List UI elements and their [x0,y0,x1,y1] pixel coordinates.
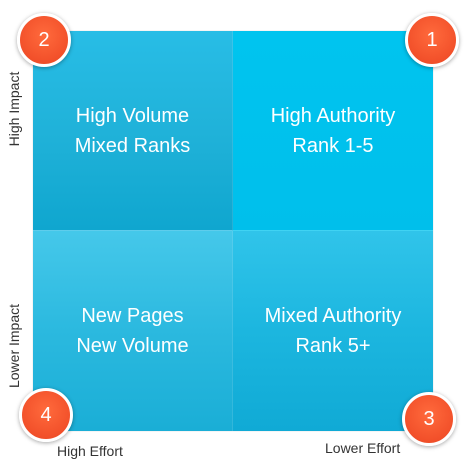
y-axis-label-lower-impact: Lower Impact [6,303,22,389]
quadrant-label: Mixed Authority Rank 5+ [265,301,402,361]
priority-badge-4: 4 [19,388,73,442]
priority-badge-3: 3 [402,392,456,446]
quadrant-title-line1: New Pages [81,305,184,327]
x-axis-label-lower-effort: Lower Effort [325,440,401,456]
priority-badge-1: 1 [405,13,459,67]
quadrant-title-line2: Rank 1-5 [292,134,374,157]
quadrant-title-line2: Rank 5+ [295,335,371,357]
quadrant-high-authority-rank-1-5: High Authority Rank 1-5 [233,31,433,231]
quadrant-title-line2: Mixed Ranks [74,134,191,157]
y-axis-label-high-impact: High Impact [6,71,22,147]
quadrant-mixed-authority-rank-5-plus: Mixed Authority Rank 5+ [233,231,433,431]
quadrant-title-line1: High Authority [270,104,396,127]
quadrant-title-line1: High Volume [75,104,190,127]
quadrant-title-line2: New Volume [76,335,189,357]
quadrant-label: High Volume Mixed Ranks [75,101,191,161]
quadrant-title-line1: Mixed Authority [264,305,402,327]
x-axis-label-high-effort: High Effort [57,443,123,459]
quadrant-label: High Authority Rank 1-5 [271,101,396,161]
priority-badge-2: 2 [17,13,71,67]
quadrant-high-volume-mixed-ranks: High Volume Mixed Ranks [33,31,233,231]
priority-matrix: High Volume Mixed Ranks High Authority R… [33,31,433,431]
quadrant-label: New Pages New Volume [76,301,188,361]
